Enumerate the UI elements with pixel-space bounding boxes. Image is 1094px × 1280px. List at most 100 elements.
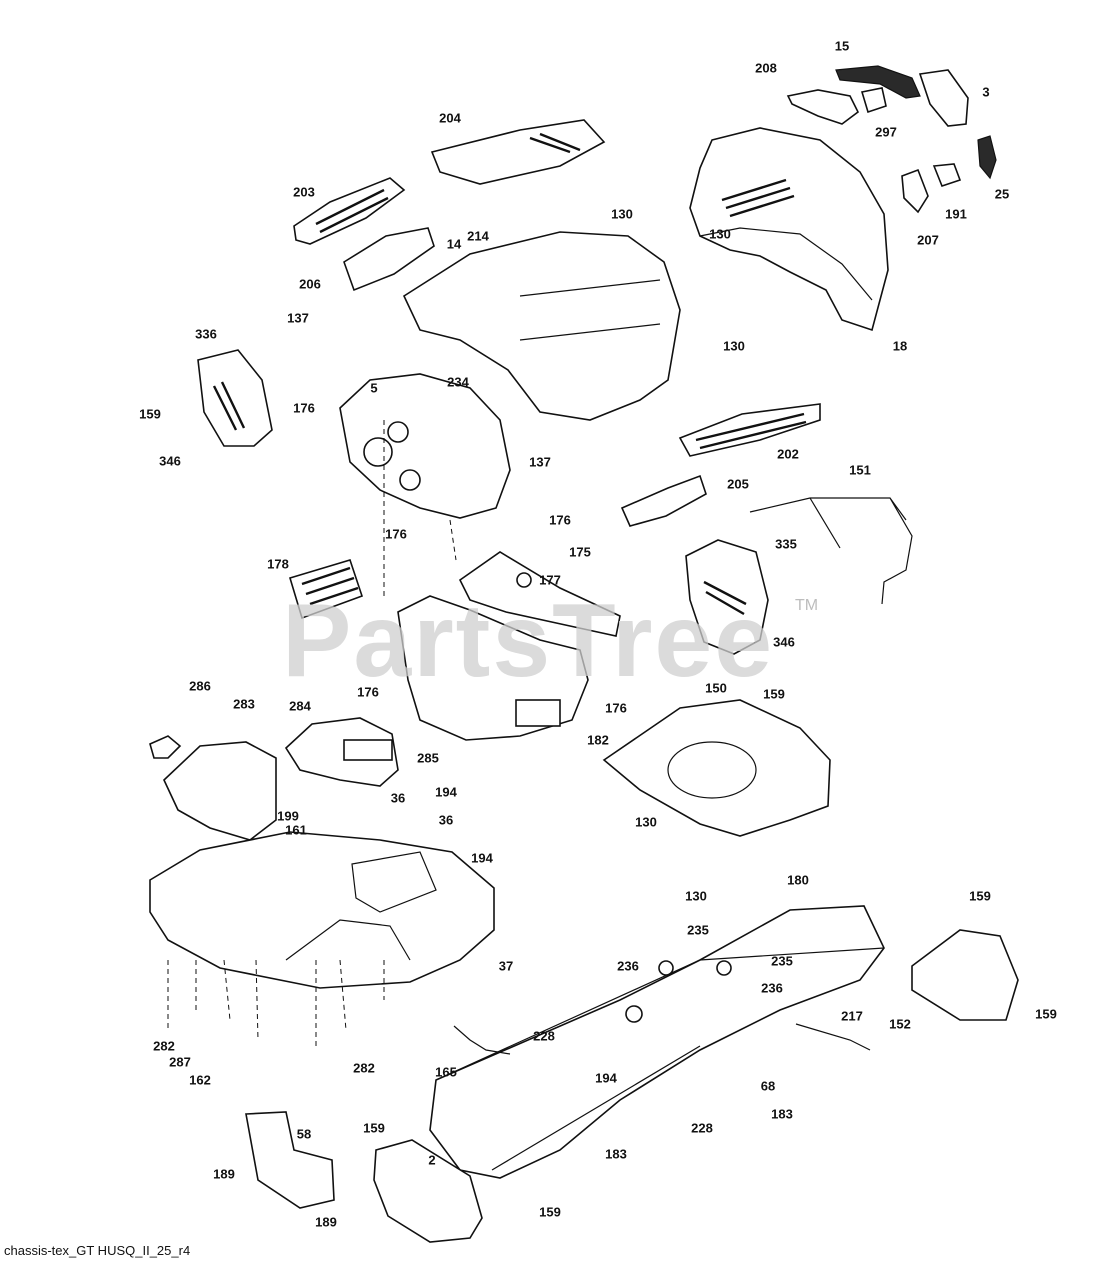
callout-161: 161 [285,822,307,838]
part-235b-washer [716,960,732,976]
callout-189-a: 189 [213,1166,235,1182]
callout-176-a: 176 [293,400,315,416]
callout-287: 287 [169,1054,191,1070]
callout-37: 37 [498,958,514,974]
callout-130-a: 130 [611,206,633,222]
callout-178: 178 [267,556,289,572]
callout-194-b: 194 [471,850,493,866]
callout-194-c: 194 [595,1070,617,1086]
part-285-plate [343,739,393,761]
part-151-bracket [749,497,913,605]
callout-183-b: 183 [605,1146,627,1162]
part-284-fender [284,717,399,787]
callout-282-b: 282 [353,1060,375,1076]
callout-189-b: 189 [315,1214,337,1230]
callout-165: 165 [435,1064,457,1080]
part-208 [786,89,860,125]
part-335-panel [685,539,769,655]
callout-36-b: 36 [438,812,454,828]
callout-130-e: 130 [685,888,707,904]
callout-183-a: 183 [771,1106,793,1122]
part-152-tray [911,929,1019,1021]
frame-180-rail-lower [491,1045,701,1171]
callout-217: 217 [841,1008,863,1024]
part-178-vent [289,559,364,620]
part-5-console [339,373,511,519]
part-236-bushing [625,1005,643,1023]
callout-159-f: 159 [539,1204,561,1220]
part-336-panel [197,349,273,447]
callout-203: 203 [293,184,315,200]
callout-208: 208 [755,60,777,76]
part-58-bracket [245,1111,335,1209]
callout-159-e: 159 [363,1120,385,1136]
callout-235-b: 235 [771,953,793,969]
callout-284: 284 [289,698,311,714]
guide-lines [167,420,457,1046]
callout-68: 68 [760,1078,776,1094]
part-18-hood [689,127,889,332]
callout-205: 205 [727,476,749,492]
part-37-body-tub [149,831,495,989]
callout-285: 285 [417,750,439,766]
grille-18 [721,178,795,218]
callout-176-d: 176 [357,684,379,700]
gauge-lower [399,469,421,491]
part-204-panel [430,119,606,185]
callout-235-a: 235 [687,922,709,938]
part-3-bracket [918,69,969,127]
callout-214: 214 [467,228,489,244]
part-15-trim [835,65,921,99]
callout-15: 15 [834,38,850,54]
part-150-floor-pan [602,699,831,837]
callout-283: 283 [233,696,255,712]
callout-336: 336 [195,326,217,342]
grille-335 [703,580,747,616]
callout-25: 25 [994,186,1010,202]
callout-182: 182 [587,732,609,748]
part-182-plate [515,699,561,727]
callout-162: 162 [189,1072,211,1088]
part-202-grille [678,403,821,457]
callout-234: 234 [447,374,469,390]
callout-5: 5 [370,380,378,396]
callout-151: 151 [849,462,871,478]
callout-18: 18 [892,338,908,354]
part-191-clip [932,163,962,187]
callout-14: 14 [446,236,462,252]
partstree-watermark: PartsTree [282,583,775,699]
part-177-nut [516,572,532,588]
callout-159-b: 159 [763,686,785,702]
callout-130-d: 130 [635,814,657,830]
part-286-clip [149,735,182,759]
callout-191: 191 [945,206,967,222]
part-175-panel [458,551,621,637]
callout-2: 2 [428,1152,436,1168]
part-14-dash-panel [402,231,681,421]
callout-286: 286 [189,678,211,694]
callout-202: 202 [777,446,799,462]
callout-137-a: 137 [287,310,309,326]
dash-14-inner [519,279,661,341]
callout-228-b: 228 [691,1120,713,1136]
callout-228-a: 228 [533,1028,555,1044]
callout-176-b: 176 [549,512,571,528]
floor-pan-opening [667,741,757,799]
callout-236-b: 236 [761,980,783,996]
callout-137-b: 137 [529,454,551,470]
body-37-seat-well [351,851,437,913]
callout-58: 58 [296,1126,312,1142]
callout-175: 175 [569,544,591,560]
part-297-clip [860,87,887,114]
callout-206: 206 [299,276,321,292]
callout-159-d: 159 [1035,1006,1057,1022]
gauge-left [363,437,393,467]
part-217-rod [795,1023,871,1051]
callout-346-b: 346 [773,634,795,650]
callout-194-a: 194 [435,784,457,800]
callout-36-a: 36 [390,790,406,806]
callout-282-a: 282 [153,1038,175,1054]
grille-178 [301,566,359,606]
